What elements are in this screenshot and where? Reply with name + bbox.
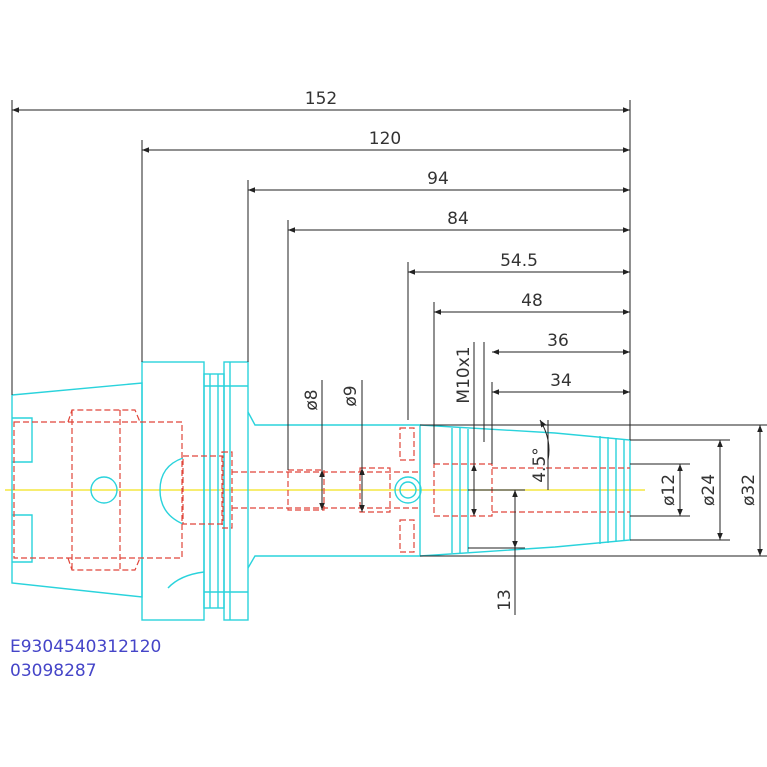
thread-label: M10x1 xyxy=(454,346,474,403)
dia-9-label: ø9 xyxy=(341,385,361,406)
dim-48-label: 48 xyxy=(521,291,543,311)
dia-12-label: ø12 xyxy=(659,474,679,506)
dim-152-label: 152 xyxy=(305,89,337,109)
dim-54-5-label: 54.5 xyxy=(500,251,538,271)
part-number: 03098287 xyxy=(10,661,97,681)
dia-8-label: ø8 xyxy=(302,389,322,410)
dimension-lines xyxy=(11,100,767,615)
dim-34-label: 34 xyxy=(550,371,572,391)
dia-32-label: ø32 xyxy=(739,474,759,506)
dim-36-label: 36 xyxy=(547,331,569,351)
holder-outline xyxy=(11,361,631,621)
dim-120-label: 120 xyxy=(369,129,401,149)
dim-13-label: 13 xyxy=(495,589,515,611)
dim-94-label: 94 xyxy=(427,169,449,189)
dim-84-label: 84 xyxy=(447,209,469,229)
dia-24-label: ø24 xyxy=(699,474,719,506)
angle-label: 4.5° xyxy=(530,447,550,483)
part-code: E9304540312120 xyxy=(10,637,161,657)
